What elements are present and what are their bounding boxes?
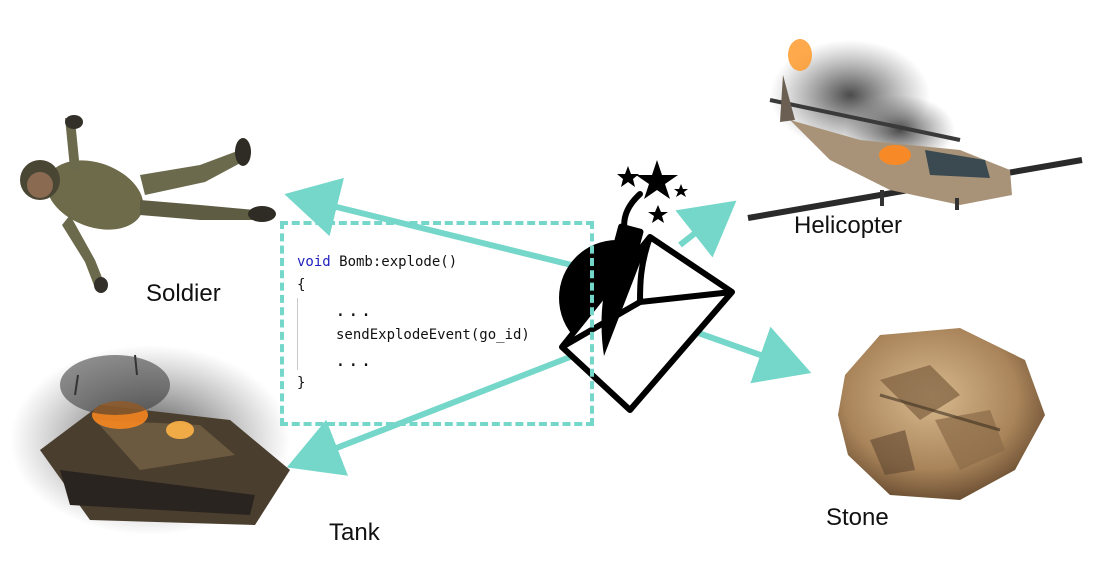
code-keyword-void: void <box>297 254 331 270</box>
code-function-signature: Bomb:explode() <box>330 254 458 270</box>
code-open-brace: { <box>297 277 306 293</box>
soldier-picture <box>20 115 276 293</box>
arrow-to-tank <box>286 347 590 476</box>
tank-label: Tank <box>329 519 380 546</box>
code-indent-guide <box>297 298 298 370</box>
bomb-envelope-icon <box>559 160 735 413</box>
arrow-to-soldier <box>284 177 601 275</box>
code-ellipsis-top: ... <box>335 300 374 321</box>
arrow-to-helicopter <box>675 200 737 258</box>
burning-helicopter-picture <box>747 39 1083 221</box>
soldier-label: Soldier <box>146 280 221 307</box>
code-ellipsis-bottom: ... <box>335 350 374 371</box>
burning-tank-picture <box>10 345 290 535</box>
code-close-brace: } <box>297 375 306 391</box>
stone-label: Stone <box>826 504 889 531</box>
arrow-to-stone <box>688 326 812 384</box>
code-send-event-call: sendExplodeEvent(go_id) <box>336 327 530 343</box>
stone-rubble-picture <box>838 328 1045 500</box>
code-snippet-box <box>280 221 594 426</box>
code-line-1: void Bomb:explode() <box>297 254 457 270</box>
helicopter-label: Helicopter <box>794 212 903 239</box>
